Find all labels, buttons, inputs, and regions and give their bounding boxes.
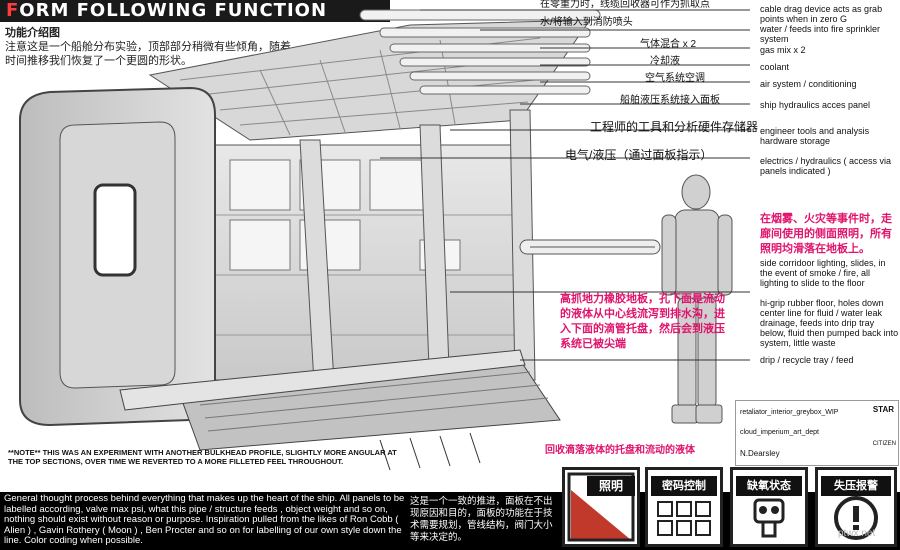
- callout-en-hydraulics: ship hydraulics acces panel: [760, 100, 871, 110]
- callout-en-gas: gas mix x 2: [760, 45, 806, 55]
- intro-note: 功能介绍图 注意这是一个船舱分布实验，顶部部分稍微有些倾角，随着时间推移我们恢复…: [5, 26, 295, 68]
- callout-en-cable: cable drag device acts as grab points wh…: [760, 4, 883, 24]
- panel-pressure-label: 失压报警: [821, 476, 891, 496]
- callout-en-electrics: electrics / hydraulics ( access via pane…: [760, 156, 892, 176]
- logo-citizen: CITIZEN: [872, 441, 896, 447]
- info-box: retaliator_interior_greybox_WIP cloud_im…: [735, 400, 899, 466]
- info-line-2: cloud_imperium_art_dept: [740, 429, 819, 436]
- intro-body: 注意这是一个船舱分布实验，顶部部分稍微有些倾角，随着时间推移我们恢复了一个更圆的…: [5, 41, 291, 67]
- drip-en: drip / recycle tray / feed: [760, 355, 854, 365]
- callout-en-tools: engineer tools and analysis hardware sto…: [760, 126, 870, 146]
- bottom-text-en: General thought process behind everythin…: [4, 493, 405, 546]
- floor-en: hi-grip rubber floor, holes down center …: [760, 298, 899, 348]
- alarm-icon: [834, 496, 878, 540]
- callout-cn-tools: 工程师的工具和分析硬件存储器: [590, 120, 759, 134]
- lighting-icon: [567, 472, 635, 542]
- floor-cn: 高抓地力橡胶地板，孔下面是流动的液体从中心线流泻到排水沟，进入下面的滴管托盘，然…: [560, 293, 725, 350]
- watermark: ptwx.net: [838, 528, 876, 539]
- panel-code: 密码控制: [645, 467, 723, 547]
- side-lighting-en: side corridoor lighting, slides, in the …: [760, 258, 886, 288]
- panel-oxygen: 缺氧状态: [730, 467, 808, 547]
- panel-oxygen-label: 缺氧状态: [736, 476, 802, 496]
- callout-cn-cable: 在零重力时，线缆回收器可作为抓取点: [540, 0, 710, 10]
- info-line-1: retaliator_interior_greybox_WIP: [740, 409, 839, 416]
- bottom-text-cn: 这是一个一致的推进，面板在不出现原因和目的，面板的功能在于技术需要规划，管线结构…: [410, 496, 553, 543]
- panel-code-label: 密码控制: [651, 476, 717, 496]
- keypad-icon: [657, 501, 711, 536]
- logo-star: STAR: [872, 405, 894, 414]
- callout-cn-electrics: 电气/液压（通过面板指示）: [565, 148, 713, 162]
- intro-heading: 功能介绍图: [5, 27, 60, 39]
- callout-en-air: air system / conditioning: [760, 79, 857, 89]
- panel-pressure: 失压报警: [815, 467, 897, 547]
- callout-cn-water: 水/将输入到消防喷头: [540, 17, 633, 28]
- title-rest: ORM FOLLOWING FUNCTION: [19, 0, 328, 21]
- panel-lighting: 照明: [562, 467, 640, 547]
- info-line-3: N.Dearsley: [740, 449, 780, 458]
- corridor-illustration: [19, 9, 750, 471]
- callout-en-coolant: coolant: [760, 62, 790, 72]
- side-lighting-cn: 在烟雾、火灾等事件时，走廊间使用的侧面照明，所有照明均滑落在地板上。: [760, 213, 892, 255]
- callout-cn-coolant: 冷却液: [650, 56, 680, 67]
- panel-lighting-label: 照明: [587, 476, 635, 496]
- gas-mask-icon: [753, 498, 785, 538]
- callout-cn-hydraulics: 船舶液压系统接入面板: [620, 95, 720, 106]
- page-title: FORM FOLLOWING FUNCTION: [0, 0, 390, 22]
- drip-cn: 回收滴落液体的托盘和流动的液体: [545, 443, 775, 458]
- experiment-note: **NOTE** THIS WAS AN EXPERIMENT WITH ANO…: [8, 448, 397, 466]
- callout-en-water: water / feeds into fire sprinkler system: [760, 24, 881, 44]
- title-first-letter: F: [6, 0, 20, 21]
- callout-cn-gas: 气体混合 x 2: [640, 39, 697, 50]
- callout-cn-air: 空气系统空调: [645, 73, 705, 84]
